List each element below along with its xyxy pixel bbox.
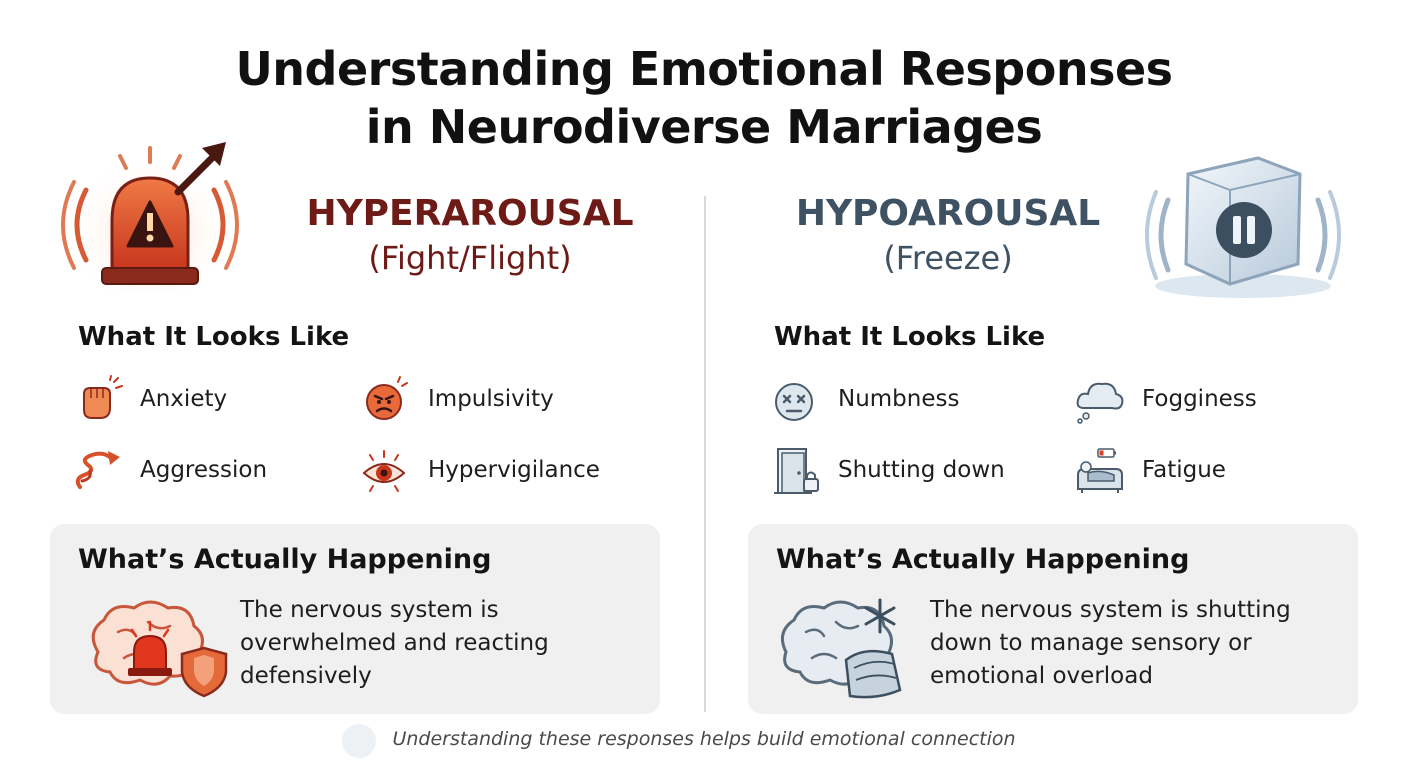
symptom-label: Aggression — [140, 457, 268, 483]
symptom-shutting-down: Shutting down — [768, 445, 1068, 495]
hypoarousal-panel: HYPOAROUSAL (Freeze) What It Looks Like … — [728, 156, 1388, 720]
hyper-happening-box: What’s Actually Happening The nervous sy… — [50, 524, 660, 714]
hyper-happening-title: What’s Actually Happening — [78, 544, 492, 575]
symptom-hypervigilance: Hypervigilance — [358, 445, 658, 495]
symptom-label: Shutting down — [838, 457, 1005, 483]
hyperarousal-panel: HYPERAROUSAL (Fight/Flight) What It Look… — [30, 142, 690, 720]
hypo-happening-box: What’s Actually Happening The nervous sy… — [748, 524, 1358, 714]
hypo-happening-text: The nervous system is shutting down to m… — [930, 597, 1291, 689]
tired-on-couch-icon — [1077, 448, 1123, 493]
locked-door-icon — [774, 448, 819, 494]
hypoarousal-subtitle: (Freeze) — [883, 239, 1013, 277]
hyperarousal-heading: HYPERAROUSAL (Fight/Flight) — [270, 192, 670, 280]
hyperarousal-subtitle: (Fight/Flight) — [368, 239, 572, 277]
numb-face-icon — [775, 383, 813, 421]
hypo-looks-like-title: What It Looks Like — [774, 322, 1046, 352]
hypoarousal-title: HYPOAROUSAL — [795, 193, 1101, 234]
symptom-label: Fogginess — [1142, 386, 1257, 412]
brain-alarm-shield-icon — [91, 600, 228, 698]
hypo-happening-title: What’s Actually Happening — [776, 544, 1190, 575]
symptom-fatigue: Fatigue — [1072, 445, 1372, 495]
angry-face-icon — [366, 376, 408, 420]
clenched-fist-icon — [83, 375, 123, 419]
footer-caption: Understanding these responses helps buil… — [392, 728, 1016, 750]
symptom-label: Fatigue — [1142, 457, 1226, 483]
alert-eye-icon — [362, 450, 406, 492]
symptom-fogginess: Fogginess — [1072, 374, 1372, 424]
footer-decoration — [342, 724, 376, 758]
symptom-numbness: Numbness — [768, 374, 1068, 424]
alarm-siren-icon — [61, 142, 239, 290]
symptom-label: Numbness — [838, 386, 960, 412]
fog-cloud-icon — [1076, 382, 1124, 424]
center-divider — [704, 196, 706, 712]
page-title-line-2: in Neurodiverse Marriages — [365, 100, 1043, 154]
symptom-anxiety: Anxiety — [70, 374, 370, 424]
page-title: Understanding Emotional Responses in Neu… — [0, 40, 1408, 156]
page-title-line-1: Understanding Emotional Responses — [235, 42, 1173, 96]
ice-cube-pause-icon — [1145, 156, 1341, 298]
symptom-label: Hypervigilance — [428, 457, 600, 483]
hyper-happening-text: The nervous system is overwhelmed and re… — [240, 597, 549, 689]
symptom-aggression: Aggression — [70, 445, 370, 495]
hyper-looks-like-title: What It Looks Like — [78, 322, 350, 352]
spiral-arrow-icon — [75, 451, 120, 489]
symptom-label: Impulsivity — [428, 386, 554, 412]
symptom-impulsivity: Impulsivity — [358, 374, 658, 424]
hypoarousal-heading: HYPOAROUSAL (Freeze) — [748, 192, 1148, 280]
brain-snowflake-blanket-icon — [780, 598, 902, 699]
symptom-label: Anxiety — [140, 386, 228, 412]
hyperarousal-title: HYPERAROUSAL — [306, 193, 634, 234]
